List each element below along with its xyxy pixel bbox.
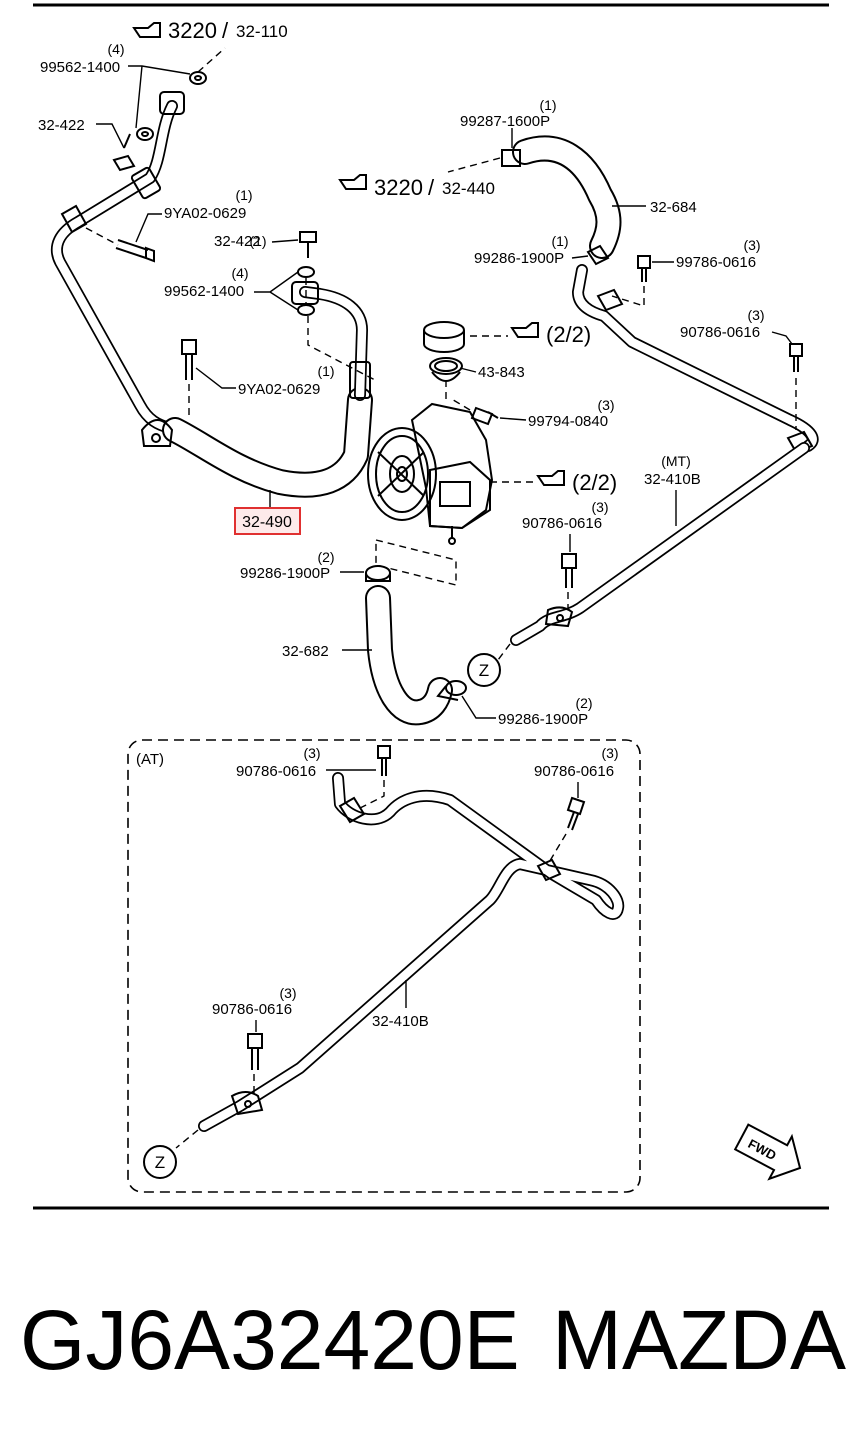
part-label: 99562-1400 bbox=[164, 283, 244, 300]
ref-3220-sub: 32-440 bbox=[442, 179, 495, 198]
hand-pointer-icon bbox=[132, 22, 161, 38]
qty-label: (1) bbox=[317, 363, 334, 379]
qty-label: (3) bbox=[597, 397, 614, 413]
ref-3220-code: 3220 bbox=[168, 18, 217, 43]
at-variant-frame bbox=[127, 739, 641, 1193]
qty-label: (3) bbox=[601, 745, 618, 761]
pump-port-dash bbox=[375, 539, 457, 586]
qty-label: (3) bbox=[591, 499, 608, 515]
qty-label: (2) bbox=[317, 549, 334, 565]
ref-3220-slash: / bbox=[428, 175, 435, 200]
reservoir-cap bbox=[423, 321, 499, 426]
part-label: 99286-1900P bbox=[240, 565, 330, 582]
mt-tube bbox=[497, 442, 810, 661]
part-label: 99287-1600P bbox=[460, 113, 550, 130]
part-label-highlighted: 32-490 bbox=[242, 514, 292, 531]
at-label: (AT) bbox=[136, 751, 164, 768]
brand-name: MAZDA bbox=[552, 1293, 846, 1387]
connector-z-at-label: Z bbox=[155, 1153, 165, 1172]
qty-label: (1) bbox=[249, 233, 266, 249]
part-label: 90786-0616 bbox=[680, 324, 760, 341]
fwd-label: FWD bbox=[746, 1136, 779, 1163]
part-label: 32-422 bbox=[214, 233, 261, 250]
ref-22-pump: (2/2) bbox=[536, 470, 617, 495]
right-return-tube bbox=[572, 255, 819, 454]
highlight-box bbox=[234, 507, 301, 535]
connector-z-top-label: Z bbox=[479, 661, 489, 680]
ref-22-text: (2/2) bbox=[546, 322, 591, 347]
part-label: 90786-0616 bbox=[236, 763, 316, 780]
qty-label: (3) bbox=[303, 745, 320, 761]
qty-label: (MT) bbox=[661, 453, 691, 469]
fwd-arrow-icon: FWD bbox=[733, 1123, 802, 1181]
hand-pointer-icon bbox=[510, 322, 539, 338]
ref-22-text: (2/2) bbox=[572, 470, 617, 495]
at-tube bbox=[175, 745, 625, 1149]
ref-22-cap: (2/2) bbox=[510, 322, 591, 347]
footer: GJ6A32420E MAZDA bbox=[0, 1285, 864, 1395]
hand-pointer-icon bbox=[338, 174, 367, 190]
pressure-line-assembly bbox=[50, 91, 373, 498]
part-label: 32-422 bbox=[38, 117, 85, 134]
qty-label: (3) bbox=[743, 237, 760, 253]
return-hose-top bbox=[447, 135, 622, 266]
qty-label: (2) bbox=[575, 695, 592, 711]
ref-3220-slash: / bbox=[222, 18, 229, 43]
part-label: 32-410B bbox=[372, 1013, 429, 1030]
part-label: 99286-1900P bbox=[474, 250, 564, 267]
qty-label: (4) bbox=[107, 41, 124, 57]
part-label: 90786-0616 bbox=[534, 763, 614, 780]
parts-diagram: Z Z FWD 3220 / 32-110 32 bbox=[33, 3, 829, 1210]
part-label: 32-682 bbox=[282, 643, 329, 660]
connector-z-at bbox=[143, 1145, 177, 1179]
ref-3220-code: 3220 bbox=[374, 175, 423, 200]
qty-label: (4) bbox=[231, 265, 248, 281]
ref-3220-mid: 3220 / 32-440 bbox=[338, 174, 495, 200]
part-label: 90786-0616 bbox=[212, 1001, 292, 1018]
part-label: 43-843 bbox=[478, 364, 525, 381]
part-label: 90786-0616 bbox=[522, 515, 602, 532]
part-label: 9YA02-0629 bbox=[238, 381, 320, 398]
left-dashed-guides bbox=[85, 47, 376, 420]
part-label: 99786-0616 bbox=[676, 254, 756, 271]
hand-pointer-icon bbox=[536, 470, 565, 486]
part-label: 99562-1400 bbox=[40, 59, 120, 76]
qty-label: (1) bbox=[539, 97, 556, 113]
suction-hose bbox=[365, 565, 467, 726]
connector-z-top bbox=[467, 653, 501, 687]
part-label: 9YA02-0629 bbox=[164, 205, 246, 222]
power-steering-pump bbox=[367, 402, 494, 545]
part-label: 32-410B bbox=[644, 471, 701, 488]
ref-3220-top: 3220 / 32-110 bbox=[132, 18, 288, 43]
ref-3220-sub: 32-110 bbox=[236, 22, 288, 41]
top-left-hardware bbox=[112, 71, 317, 380]
qty-label: (3) bbox=[747, 307, 764, 323]
qty-label: (1) bbox=[235, 187, 252, 203]
part-label: 99794-0840 bbox=[528, 413, 608, 430]
part-number: GJ6A32420E bbox=[20, 1293, 520, 1387]
qty-label: (3) bbox=[279, 985, 296, 1001]
callouts: (4) 99562-1400 32-422 (1) 9YA02-0629 (1)… bbox=[38, 41, 793, 1032]
qty-label: (1) bbox=[551, 233, 568, 249]
part-label: 32-684 bbox=[650, 199, 697, 216]
part-label: 99286-1900P bbox=[498, 711, 588, 728]
